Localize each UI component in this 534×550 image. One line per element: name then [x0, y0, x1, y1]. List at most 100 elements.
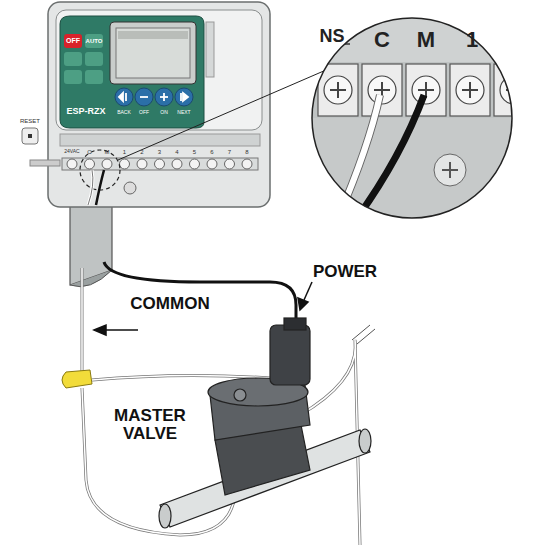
button-label: AUTO: [86, 38, 103, 44]
button-label: NEXT: [177, 110, 190, 115]
controller-rect: [116, 28, 190, 78]
callout-arrows: [94, 282, 312, 335]
callout-label: COMMON: [130, 295, 209, 313]
master-valve-rect: [284, 318, 306, 330]
terminal-label: M: [417, 28, 435, 51]
zoom-detail-g-g: [318, 64, 534, 116]
callout-arrows-path: [298, 298, 308, 310]
button-label: OFF: [66, 37, 80, 44]
terminal-label: 4: [175, 149, 178, 155]
zoom-detail-g-g-line: [337, 82, 339, 98]
terminal-screw: [137, 159, 147, 169]
field-wires: [82, 262, 375, 545]
zoom-detail-g-g-circle: [324, 76, 352, 104]
controller-rect: [64, 70, 82, 84]
callout-arrows-line: [104, 329, 138, 331]
master-valve-circle: [234, 389, 246, 401]
controller-rect: [48, 2, 270, 207]
callout-label: POWER: [313, 263, 377, 281]
terminal-label: C: [87, 149, 91, 155]
controller-g-circle: [175, 88, 193, 106]
conduit-path: [70, 270, 112, 287]
terminal-screw: [242, 159, 252, 169]
controller-rect: [30, 160, 60, 166]
button-label: ON: [160, 110, 168, 115]
master-valve: [159, 318, 371, 528]
terminal-label: M: [105, 149, 110, 155]
controller-rect: [64, 34, 82, 48]
controller-path: [88, 170, 93, 205]
button-label: OFF: [139, 110, 149, 115]
controller-g: [115, 88, 193, 106]
terminal-screw: [190, 159, 200, 169]
terminal-screw: [67, 159, 77, 169]
controller-g-line: [125, 93, 127, 101]
callout-label: MASTER VALVE: [95, 407, 205, 443]
field-wires-path: [81, 268, 84, 372]
zoom-detail-g-g-circle: [456, 76, 484, 104]
terminal-label: 3: [158, 149, 161, 155]
terminal-label: 2: [140, 149, 143, 155]
callout-arrows-line: [304, 282, 312, 300]
zoom-detail-g-g: [324, 76, 528, 104]
controller-path: [88, 170, 93, 205]
controller-rect: [110, 22, 196, 84]
zoom-detail-g-g-rect: [406, 64, 446, 116]
conduit: [70, 200, 112, 287]
zoom-detail: [300, 18, 534, 228]
terminal-label: 7: [228, 149, 231, 155]
controller-g-path: [119, 93, 123, 101]
controller-g-line: [163, 93, 165, 101]
terminal-label: NS: [319, 27, 344, 46]
zoom-detail-g-g-rect: [362, 64, 402, 116]
controller-line: [118, 70, 326, 160]
controller-rect: [60, 134, 260, 146]
controller-rect: [28, 134, 32, 138]
controller-path: [96, 170, 104, 205]
controller-rect: [118, 31, 188, 39]
button-label: RESET: [20, 118, 40, 124]
terminal-screw: [207, 159, 217, 169]
zoom-detail-g-g-circle: [412, 76, 440, 104]
zoom-detail-g-rect: [300, 18, 534, 62]
zoom-detail-g: [300, 18, 534, 228]
conduit-path: [70, 200, 112, 285]
controller-g-line: [140, 96, 148, 98]
controller-g-line: [180, 93, 182, 101]
controller-rect: [85, 70, 103, 84]
field-wires-line: [352, 325, 370, 340]
terminal-screw: [155, 159, 165, 169]
controller-g-circle: [115, 88, 133, 106]
controller-g: [119, 93, 188, 101]
terminal-label: 1: [123, 149, 126, 155]
terminal-label: 5: [193, 149, 196, 155]
zoom-detail-g-path: [335, 95, 380, 225]
controller-rect: [85, 52, 103, 66]
controller-rect: [56, 10, 262, 130]
master-valve-ellipse: [359, 429, 371, 453]
controller-rect: [85, 34, 103, 48]
terminal-label: 24VAC: [64, 149, 79, 154]
terminal-screw: [120, 159, 130, 169]
terminal-screw: [172, 159, 182, 169]
button-label: BACK: [117, 110, 131, 115]
zoom-detail-g-rect: [300, 118, 534, 228]
controller-circle: [124, 182, 136, 194]
terminal-label: 1: [466, 28, 478, 51]
field-wires-line: [357, 329, 375, 344]
wire-nut: [62, 370, 92, 388]
zoom-detail-g-g-line: [469, 82, 471, 98]
controller-rect: [206, 22, 214, 77]
master-valve-ellipse: [159, 504, 171, 528]
controller-g: [67, 159, 252, 169]
zoom-detail-g-g-line: [513, 82, 515, 98]
controller-g-path: [183, 93, 188, 101]
controller-rect: [22, 128, 38, 144]
master-valve-rect: [270, 325, 310, 385]
controller-g-circle: [135, 88, 153, 106]
controller-rect: [62, 158, 258, 170]
model-name: ESP-RZX: [66, 107, 105, 116]
field-wires-path: [81, 268, 83, 372]
